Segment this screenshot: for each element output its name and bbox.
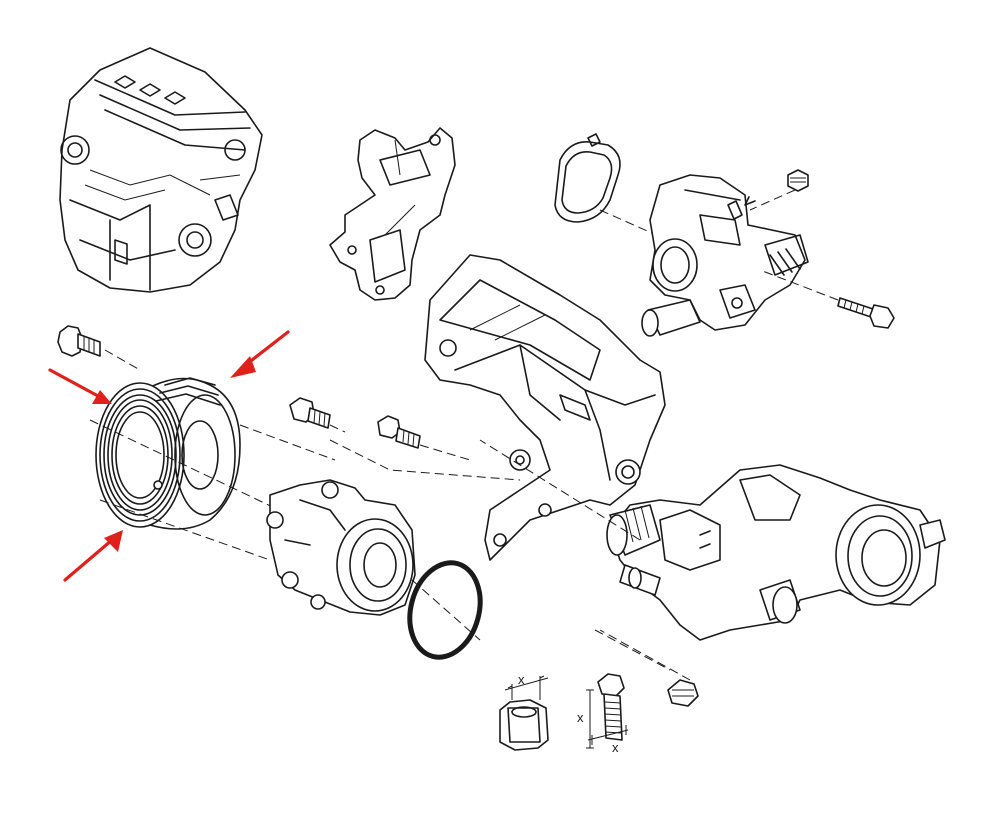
arrow-pointer-left bbox=[48, 368, 112, 404]
nut-dimension-label: x bbox=[518, 672, 525, 687]
highlight-arrows bbox=[48, 330, 290, 582]
engine-block-illustration bbox=[59, 47, 263, 293]
upper-bracket bbox=[329, 127, 456, 301]
water-pump-seal-ring bbox=[407, 560, 483, 660]
main-mounting-bracket bbox=[424, 254, 666, 561]
pump-bolt-2 bbox=[377, 415, 421, 449]
dimension-bolt-detail: x x bbox=[577, 673, 629, 755]
thermostat-housing-upper bbox=[641, 174, 809, 337]
crank-pulley bbox=[95, 377, 241, 530]
thermostat-housing-lower bbox=[606, 464, 946, 641]
pulley-bolt bbox=[57, 325, 101, 357]
thermostat-gasket bbox=[554, 133, 621, 223]
pump-bolt-1 bbox=[289, 397, 331, 429]
arrow-pointer-bottom bbox=[63, 530, 123, 582]
arrow-pointer-top bbox=[230, 330, 290, 378]
bolt-housing-upper bbox=[837, 297, 895, 329]
small-nut-top bbox=[787, 169, 809, 192]
housing-nut bbox=[667, 679, 699, 707]
bolt-thread-dimension-label: x bbox=[612, 740, 619, 755]
bolt-length-dimension-label: x bbox=[577, 710, 584, 725]
water-pump bbox=[266, 479, 416, 616]
dimension-nut-detail: x bbox=[499, 672, 549, 751]
